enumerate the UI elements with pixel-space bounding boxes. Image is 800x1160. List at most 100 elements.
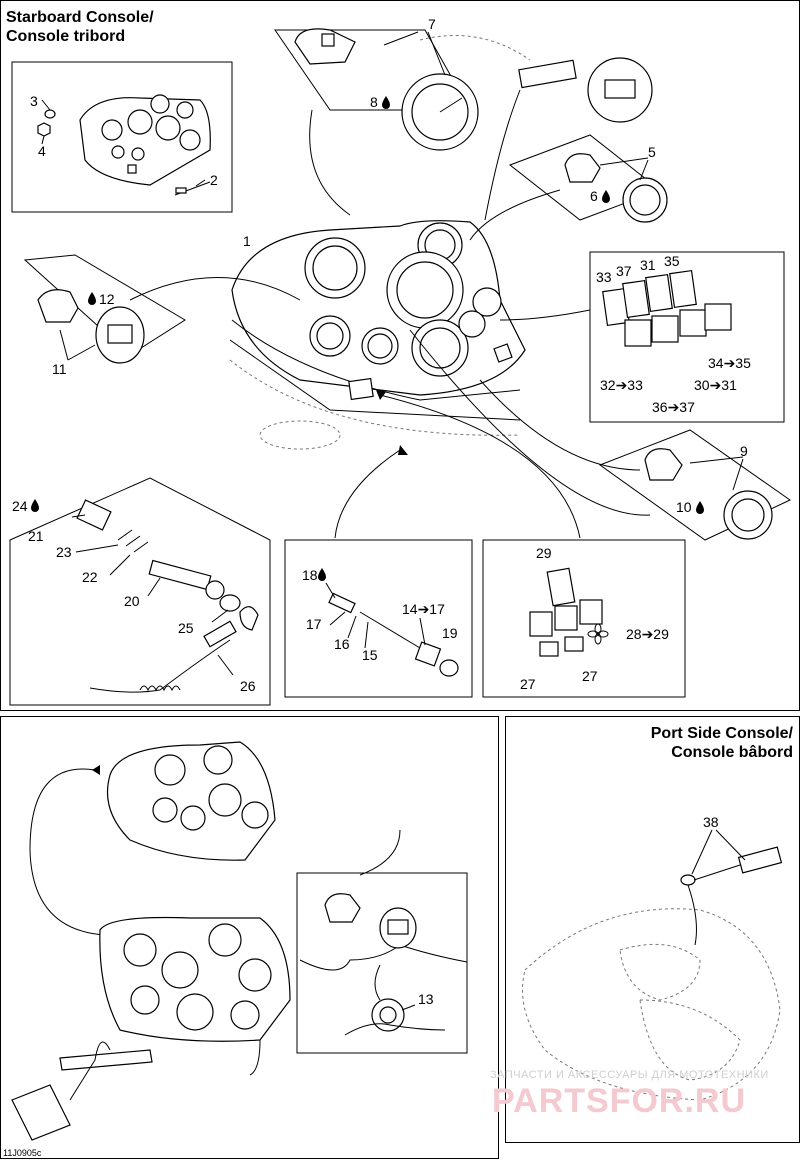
lanyard-26	[89, 606, 259, 693]
callout-30-31: 30➔31	[694, 377, 737, 393]
callout-4: 4	[38, 143, 46, 159]
throttle-pad	[11, 1084, 71, 1141]
callout-21: 21	[28, 528, 44, 544]
callout-9: 9	[740, 443, 748, 459]
callout-31: 31	[640, 257, 656, 273]
callout-18: 18	[302, 567, 318, 583]
callout-12: 12	[99, 291, 115, 307]
digital-display	[518, 57, 653, 123]
port-title-line2: Console bâbord	[671, 744, 793, 761]
horn-frame	[284, 539, 473, 698]
key-switch-20	[148, 559, 225, 600]
switch-panel-box	[589, 251, 785, 423]
callout-34-35: 34➔35	[708, 355, 751, 371]
callout-35: 35	[664, 253, 680, 269]
callout-17: 17	[306, 616, 322, 632]
callout-24-group: 24	[12, 498, 39, 514]
console-exploded-top	[106, 741, 276, 861]
callout-27b: 27	[582, 668, 598, 684]
callout-15: 15	[362, 647, 378, 663]
callout-2: 2	[210, 172, 218, 188]
callout-29: 29	[536, 545, 552, 561]
callout-26: 26	[240, 678, 256, 694]
gauge-11-frame	[23, 254, 186, 356]
gauge-bracket-11	[37, 289, 79, 323]
callout-27a: 27	[520, 676, 536, 692]
gauge-bracket-inset	[324, 893, 417, 949]
gauge-bracket-5	[564, 153, 601, 183]
cable-38	[680, 846, 783, 946]
callout-25: 25	[178, 620, 194, 636]
callout-3: 3	[30, 93, 38, 109]
callout-12-group: 12	[88, 291, 115, 307]
callout-32-33: 32➔33	[600, 377, 643, 393]
horn-connector	[328, 592, 459, 677]
callout-18-group: 18	[302, 567, 326, 583]
fan-icon	[587, 623, 609, 645]
callout-22: 22	[82, 569, 98, 585]
callout-10: 10	[676, 499, 692, 515]
watermark-line1: ЗАПЧАСТИ И АКСЕССУАРЫ ДЛЯ МОТОТЕХНИКИ	[490, 1069, 769, 1081]
console-exploded-bottom	[99, 916, 291, 1042]
main-console	[229, 220, 526, 450]
callout-6: 6	[590, 188, 598, 204]
callout-8-group: 8	[370, 94, 390, 110]
callout-13: 13	[418, 991, 434, 1007]
callout-33: 33	[596, 269, 612, 285]
nut-4	[37, 122, 51, 137]
callout-38: 38	[703, 814, 719, 830]
rocker-switches	[624, 303, 732, 347]
switch-frame	[482, 539, 686, 698]
gauge-12	[95, 306, 145, 364]
callout-19: 19	[442, 625, 458, 641]
figure-code: 11J0905c	[3, 1148, 42, 1158]
callout-28-29-group: 28➔29	[587, 623, 669, 645]
watermark-line2: PARTSFOR.RU	[492, 1082, 746, 1120]
oil-drop-icon	[696, 501, 704, 514]
washer-3	[44, 109, 56, 119]
harness-tube	[59, 1049, 153, 1071]
switch-assembly	[529, 567, 603, 657]
gauge-10	[723, 490, 773, 540]
screw-2	[174, 181, 211, 196]
callout-6-group: 6	[590, 188, 610, 204]
callout-28-29: 28➔29	[626, 626, 669, 642]
inset-console-frame	[11, 61, 233, 213]
callout-14-17: 14➔17	[402, 601, 445, 617]
callout-23: 23	[56, 544, 72, 560]
callout-7: 7	[428, 16, 436, 32]
starboard-title-line2: Console tribord	[6, 28, 125, 45]
callout-5: 5	[648, 144, 656, 160]
tach-gauge-8	[401, 73, 479, 151]
oil-drop-icon	[602, 190, 610, 203]
switch-labels	[602, 269, 697, 327]
callout-24: 24	[12, 498, 28, 514]
console-wiring-frame	[0, 716, 499, 1159]
oil-drop-icon	[318, 568, 326, 581]
small-console-drawing	[79, 94, 211, 186]
callout-1: 1	[243, 233, 251, 249]
port-console-dashed	[522, 908, 781, 1101]
callout-37: 37	[616, 263, 632, 279]
starboard-title-line1: Starboard Console/	[6, 9, 154, 26]
oil-drop-icon	[382, 96, 390, 109]
gauge-bracket-7	[294, 28, 356, 65]
horn-inset-frame	[296, 872, 468, 1054]
callout-16: 16	[334, 636, 350, 652]
oil-drop-icon	[31, 499, 39, 512]
port-title-line1: Port Side Console/	[651, 725, 794, 742]
pins-22-23	[117, 529, 149, 553]
ring-25	[219, 594, 241, 612]
callout-36-37: 36➔37	[652, 399, 695, 415]
gauge-bracket-9	[644, 448, 683, 481]
horn-13	[299, 944, 468, 1036]
connector-21	[76, 499, 112, 531]
callout-8: 8	[370, 94, 378, 110]
accessories-frame	[9, 477, 271, 706]
gauge-6	[622, 177, 668, 223]
gauge-9-frame	[598, 429, 791, 541]
oil-drop-icon	[88, 292, 96, 305]
callout-11: 11	[52, 361, 67, 377]
callout-10-group: 10	[676, 499, 704, 515]
